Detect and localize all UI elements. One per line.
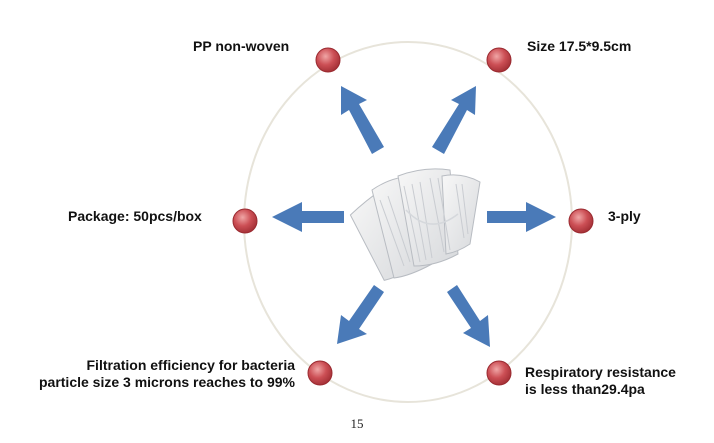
node-filtration bbox=[307, 360, 333, 386]
label-package: Package: 50pcs/box bbox=[68, 208, 202, 224]
node-package bbox=[232, 208, 258, 234]
label-ply: 3-ply bbox=[608, 208, 641, 224]
label-filtration-line-2: particle size 3 microns reaches to 99% bbox=[38, 374, 295, 390]
face-masks-image bbox=[345, 157, 481, 285]
node-material bbox=[315, 47, 341, 73]
page-number: 15 bbox=[350, 416, 364, 431]
label-resistance-line-2: is less than29.4pa bbox=[525, 381, 645, 397]
arrow-to-ply bbox=[487, 202, 556, 232]
arrow-to-size bbox=[432, 86, 476, 154]
label-size: Size 17.5*9.5cm bbox=[527, 38, 632, 54]
label-resistance: Respiratory resistance is less than29.4p… bbox=[525, 364, 676, 398]
arrow-to-package bbox=[272, 202, 344, 232]
label-material: PP non-woven bbox=[193, 38, 290, 54]
node-ply bbox=[568, 208, 594, 234]
arrow-to-filtration bbox=[337, 285, 384, 344]
node-size bbox=[486, 47, 512, 73]
arrow-to-material bbox=[341, 86, 384, 154]
arrow-to-resistance bbox=[447, 285, 490, 347]
label-resistance-line-1: Respiratory resistance bbox=[525, 364, 676, 380]
label-filtration: Filtration efficiency for bacteria parti… bbox=[39, 357, 295, 391]
label-filtration-line-1: Filtration efficiency for bacteria bbox=[86, 357, 296, 373]
arrows bbox=[272, 86, 556, 347]
node-resistance bbox=[486, 360, 512, 386]
